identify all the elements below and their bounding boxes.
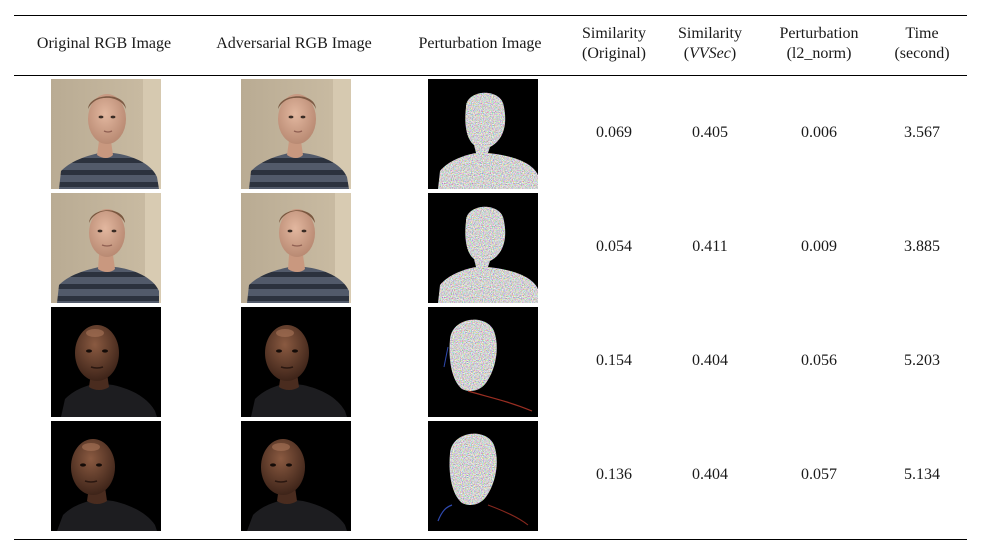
- similarity-original-value: 0.154: [596, 352, 632, 369]
- adversarial-rgb-image: [241, 193, 351, 303]
- time-value: 3.885: [904, 238, 940, 255]
- time-value: 3.567: [904, 124, 940, 141]
- perturbation-image: [428, 421, 538, 531]
- header-perturbation-image: Perturbation Image: [418, 35, 542, 52]
- time-value: 5.134: [904, 466, 940, 483]
- adversarial-rgb-image: [241, 79, 351, 189]
- perturbation-l2-value: 0.057: [801, 466, 837, 483]
- similarity-original-value: 0.136: [596, 466, 632, 483]
- perturbation-image: [428, 307, 538, 417]
- original-rgb-image: [51, 193, 161, 303]
- header-similarity-vvsec: Similarity (VVSec): [678, 25, 742, 62]
- similarity-vvsec-value: 0.405: [692, 124, 728, 141]
- original-rgb-image: [51, 421, 161, 531]
- time-value: 5.203: [904, 352, 940, 369]
- header-original-image: Original RGB Image: [36, 35, 172, 52]
- vvsec-italic: VVSec: [689, 45, 731, 62]
- header-time: Time (second): [894, 25, 950, 62]
- table-top-rule: [14, 15, 967, 17]
- table-row: 0.069 0.405 0.006 3.567: [0, 79, 984, 190]
- table-row: 0.154 0.404 0.056 5.203: [0, 307, 984, 418]
- similarity-vvsec-value: 0.404: [692, 466, 728, 483]
- table-row: 0.054 0.411 0.009 3.885: [0, 193, 984, 304]
- header-adversarial-image: Adversarial RGB Image: [216, 35, 372, 52]
- perturbation-image: [428, 79, 538, 189]
- table-row: 0.136 0.404 0.057 5.134: [0, 421, 984, 532]
- perturbation-image: [428, 193, 538, 303]
- header-similarity-original: Similarity (Original): [582, 25, 646, 62]
- table-header-rule: [14, 75, 967, 76]
- similarity-vvsec-value: 0.404: [692, 352, 728, 369]
- table-bottom-rule: [14, 539, 967, 541]
- similarity-original-value: 0.054: [596, 238, 632, 255]
- perturbation-l2-value: 0.006: [801, 124, 837, 141]
- adversarial-rgb-image: [241, 421, 351, 531]
- perturbation-l2-value: 0.009: [801, 238, 837, 255]
- similarity-vvsec-value: 0.411: [692, 238, 728, 255]
- similarity-original-value: 0.069: [596, 124, 632, 141]
- original-rgb-image: [51, 79, 161, 189]
- original-rgb-image: [51, 307, 161, 417]
- header-perturbation-l2: Perturbation (l2_norm): [779, 25, 859, 62]
- adversarial-rgb-image: [241, 307, 351, 417]
- perturbation-l2-value: 0.056: [801, 352, 837, 369]
